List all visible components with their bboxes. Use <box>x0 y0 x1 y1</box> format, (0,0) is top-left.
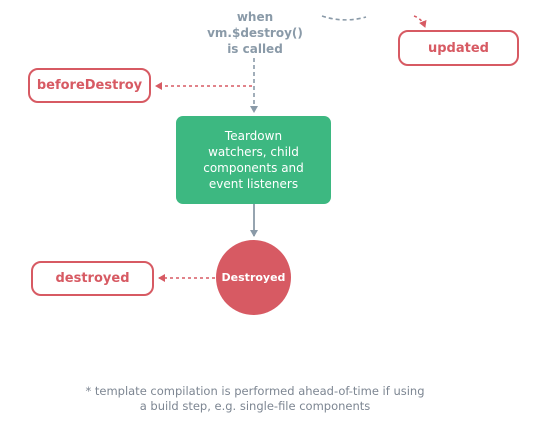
hook-updated: updated <box>398 30 519 66</box>
destroyed-state: Destroyed <box>216 240 291 315</box>
hook-destroyed-label: destroyed <box>55 271 130 286</box>
hook-updated-label: updated <box>428 40 489 56</box>
destroyed-state-label: Destroyed <box>221 271 286 284</box>
teardown-step: Teardown watchers, child components and … <box>176 116 331 204</box>
hook-before-destroy-label: beforeDestroy <box>36 78 143 93</box>
arrow-to-updated-hook <box>413 15 427 28</box>
trigger-line-1: when <box>236 10 274 24</box>
footnote-line-2: a build step, e.g. single-file component… <box>139 399 371 413</box>
hook-destroyed: destroyed <box>31 261 154 296</box>
destroy-trigger-label: when vm.$destroy() is called <box>170 9 340 57</box>
teardown-line-1: Teardown <box>224 129 283 143</box>
footnote: * template compilation is performed ahea… <box>40 384 470 414</box>
teardown-line-2: watchers, child <box>208 145 299 159</box>
trigger-line-2: vm.$destroy() <box>207 26 303 40</box>
hook-before-destroy: beforeDestroy <box>28 68 151 103</box>
teardown-line-3: components and <box>203 161 304 175</box>
teardown-line-4: event listeners <box>208 177 299 191</box>
trigger-line-3: is called <box>227 42 283 56</box>
footnote-line-1: * template compilation is performed ahea… <box>85 384 425 398</box>
